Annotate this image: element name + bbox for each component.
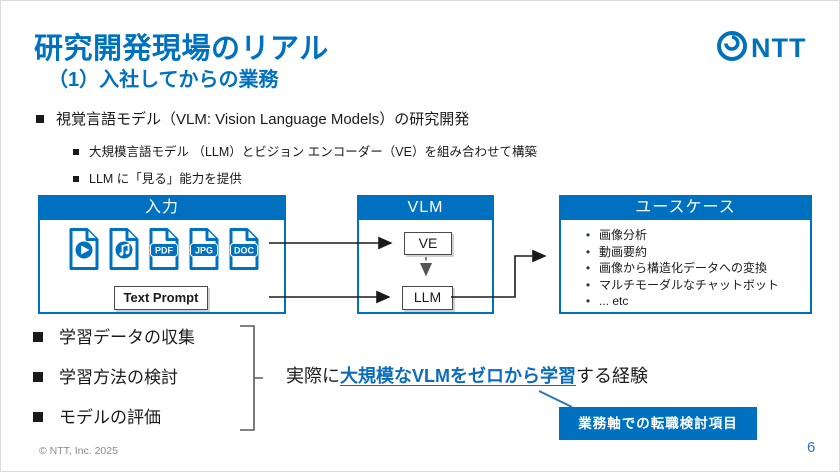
square-bullet-icon xyxy=(36,114,44,123)
callout-connector-line xyxy=(538,390,573,408)
input-box: 入力 PDF xyxy=(38,195,286,314)
ntt-logo-text: NTT xyxy=(751,33,806,63)
input-file-icons: PDF JPG DOC xyxy=(67,227,261,272)
dot-bullet-icon: • xyxy=(585,294,591,308)
work-item-text: 学習データの収集 xyxy=(59,328,195,347)
usecase-list: • 画像分析 • 動画要約 • 画像から構造化データへの変換 • マルチモーダルなチャッ… xyxy=(577,227,804,310)
list-item: • 画像から構造化データへの変換 xyxy=(577,260,804,277)
dot-bullet-icon: • xyxy=(585,277,591,292)
work-item-text: 学習方法の検討 xyxy=(59,368,178,387)
dot-bullet-icon: • xyxy=(585,261,591,275)
doc-file-icon: DOC xyxy=(229,228,259,270)
usecase-box: ユースケース • 画像分析 • 動画要約 • 画像から構造化データへの変換 • マルチモ… xyxy=(559,195,812,314)
callout-box: 業務軸での転職検討項目 xyxy=(559,407,757,440)
jpg-file-icon: JPG xyxy=(189,228,219,270)
bullet-level1: 視覚言語モデル（VLM: Vision Language Models）の研究開… xyxy=(36,108,469,129)
summary-suffix: する経験 xyxy=(576,366,648,386)
bullet-level1-text: 視覚言語モデル（VLM: Vision Language Models）の研究開… xyxy=(56,111,470,128)
pdf-badge-label: PDF xyxy=(155,246,174,256)
square-bullet-icon xyxy=(73,148,79,155)
llm-box: LLM xyxy=(402,286,453,310)
page-subtitle: （1）入社してからの業務 xyxy=(48,69,279,91)
work-items-bracket xyxy=(240,325,263,431)
list-item: • 画像分析 xyxy=(577,227,804,244)
work-item: 学習データの収集 xyxy=(33,323,195,348)
ntt-logo-icon: NTT xyxy=(717,31,806,63)
usecase-item-text: 動画要約 xyxy=(599,244,648,259)
ve-box: VE xyxy=(404,232,452,255)
bullet-level2: LLM に「見る」能力を提供 xyxy=(73,168,242,187)
ntt-logo: NTT xyxy=(715,27,813,68)
work-item: 学習方法の検討 xyxy=(33,363,178,388)
dot-bullet-icon: • xyxy=(585,228,591,242)
bullet-level2-text: LLM に「見る」能力を提供 xyxy=(89,172,242,186)
square-bullet-icon xyxy=(33,332,43,343)
list-item: • 動画要約 xyxy=(577,244,804,261)
list-item: • マルチモーダルなチャットボット xyxy=(577,277,804,294)
audio-file-icon xyxy=(109,228,139,270)
dot-bullet-icon: • xyxy=(585,244,591,259)
usecase-item-text: ... etc xyxy=(599,294,629,308)
pdf-file-icon: PDF xyxy=(149,228,179,270)
work-item-text: モデルの評価 xyxy=(59,408,161,427)
page-number: 6 xyxy=(807,439,816,456)
summary-prefix: 実際に xyxy=(286,366,340,386)
list-item: • ... etc xyxy=(577,293,804,310)
text-prompt-box: Text Prompt xyxy=(114,286,208,310)
vlm-box-header: VLM xyxy=(358,196,493,220)
summary-highlight: 大規模なVLMをゼロから学習 xyxy=(340,366,576,386)
usecase-box-header: ユースケース xyxy=(560,196,811,220)
copyright-footer: © NTT, Inc. 2025 xyxy=(39,445,118,457)
doc-badge-label: DOC xyxy=(234,246,255,256)
page-title: 研究開発現場のリアル xyxy=(34,33,329,65)
work-item: モデルの評価 xyxy=(33,403,161,428)
usecase-item-text: 画像分析 xyxy=(599,228,648,242)
jpg-badge-label: JPG xyxy=(195,246,213,256)
summary-sentence: 実際に大規模なVLMをゼロから学習する経験 xyxy=(286,362,648,388)
input-box-header: 入力 xyxy=(39,196,285,220)
square-bullet-icon xyxy=(73,175,79,182)
vlm-box: VLM VE LLM xyxy=(357,195,494,314)
usecase-item-text: マルチモーダルなチャットボット xyxy=(599,277,779,292)
bullet-level2: 大規模言語モデル （LLM）とビジョン エンコーダー（VE）を組み合わせて構築 xyxy=(73,141,537,160)
square-bullet-icon xyxy=(33,412,43,423)
bullet-level2-text: 大規模言語モデル （LLM）とビジョン エンコーダー（VE）を組み合わせて構築 xyxy=(89,145,537,159)
video-file-icon xyxy=(69,228,99,270)
usecase-item-text: 画像から構造化データへの変換 xyxy=(599,261,768,275)
square-bullet-icon xyxy=(33,372,43,383)
